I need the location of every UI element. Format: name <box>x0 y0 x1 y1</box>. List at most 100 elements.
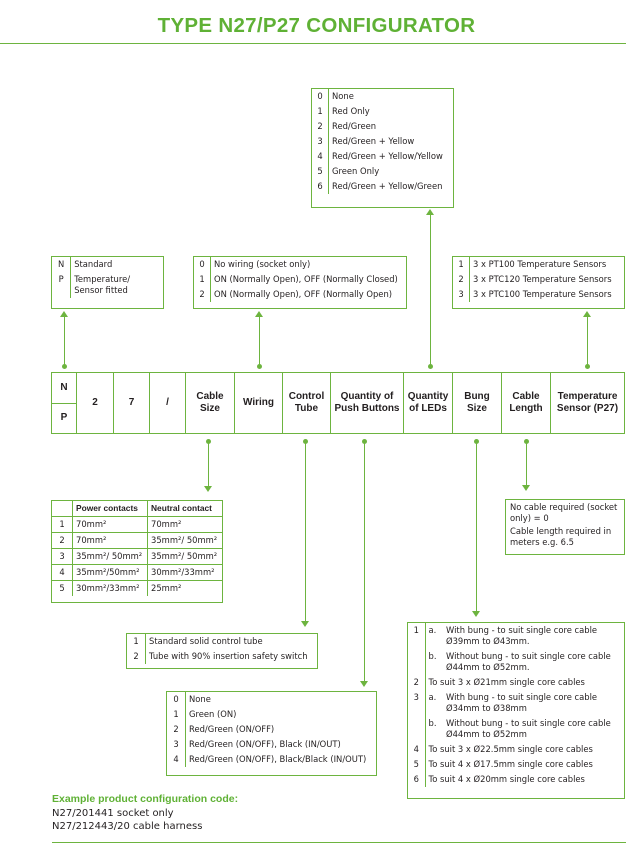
option-code: 2 <box>173 724 179 734</box>
power-value: 70mm² <box>72 516 148 533</box>
option-letter: a. <box>424 623 442 649</box>
option-text: Red/Green (ON/OFF), Black (IN/OUT) <box>185 737 376 752</box>
np-cell: N P <box>52 373 76 433</box>
connector-dot <box>428 364 433 369</box>
page-title: TYPE N27/P27 CONFIGURATOR <box>157 14 476 37</box>
option-letter: a. <box>424 690 442 716</box>
option-text: Without bung - to suit single core cable… <box>446 651 611 672</box>
option-code: 6 <box>317 181 323 191</box>
option-text: With bung - to suit single core cable Ø3… <box>446 625 598 646</box>
n-label: N <box>60 381 68 393</box>
option-text: Without bung - to suit single core cable… <box>446 718 611 739</box>
option-code: 4 <box>173 754 179 764</box>
option-code: 2 <box>52 532 73 549</box>
option-code: 1 <box>413 625 419 635</box>
wiring-cell: Wiring <box>234 373 282 433</box>
title-divider <box>0 43 626 44</box>
option-code: 4 <box>317 151 323 161</box>
connector-line <box>430 214 431 366</box>
option-text: None <box>185 692 376 707</box>
option-code: 0 <box>199 259 205 269</box>
arrow-up-icon <box>255 311 263 317</box>
connector-line <box>64 316 65 366</box>
option-code: 0 <box>317 91 323 101</box>
example-line-1: N27/201441 socket only <box>52 808 174 819</box>
connector-line <box>305 441 306 621</box>
power-value: 70mm² <box>72 532 148 549</box>
connector-dot <box>257 364 262 369</box>
arrow-down-icon <box>301 621 309 627</box>
option-code: 3 <box>173 739 179 749</box>
option-text: No wiring (socket only) <box>210 257 406 272</box>
neutral-value: 35mm²/ 50mm² <box>147 548 222 565</box>
option-code: 3 <box>52 548 73 565</box>
option-code: P <box>58 274 64 284</box>
digit-7-cell: 7 <box>113 373 149 433</box>
no-cable-note: No cable required (socket only) = 0 <box>510 502 618 523</box>
connector-line <box>208 441 209 486</box>
p-label: P <box>52 402 76 434</box>
slash-cell: / <box>149 373 185 433</box>
arrow-up-icon <box>583 311 591 317</box>
option-text: Red/Green (ON/OFF), Black/Black (IN/OUT) <box>185 752 376 767</box>
arrow-up-icon <box>60 311 68 317</box>
arrow-down-icon <box>472 611 480 617</box>
connector-line <box>526 441 527 485</box>
option-code: 1 <box>458 259 464 269</box>
option-code: 2 <box>458 274 464 284</box>
connector-line <box>259 316 260 366</box>
cable-size-cell: Cable Size <box>185 373 234 433</box>
option-text: Red/Green (ON/OFF) <box>185 722 376 737</box>
option-text: Green Only <box>328 164 453 179</box>
bottom-divider <box>52 842 626 843</box>
bung-size-options-box: 1 a. With bung - to suit single core cab… <box>407 622 625 799</box>
connector-line <box>587 316 588 366</box>
arrow-down-icon <box>522 485 530 491</box>
option-code: 5 <box>413 759 419 769</box>
option-text: 3 x PTC120 Temperature Sensors <box>469 272 624 287</box>
digit-2-cell: 2 <box>76 373 113 433</box>
option-code: N <box>57 259 65 269</box>
option-code: 1 <box>52 516 73 533</box>
option-text: To suit 3 x Ø21mm single core cables <box>424 675 624 690</box>
connector-line <box>364 441 365 681</box>
option-code: 2 <box>133 651 139 661</box>
control-tube-options-box: 1 Standard solid control tube 2 Tube with … <box>126 633 318 669</box>
example-line-2: N27/212443/20 cable harness <box>52 821 203 832</box>
option-code: 3 <box>458 289 464 299</box>
option-text: 3 x PT100 Temperature Sensors <box>469 257 624 272</box>
cable-length-options-box: No cable required (socket only) = 0 Cabl… <box>505 499 625 555</box>
option-text: Green (ON) <box>185 707 376 722</box>
option-text: Standard solid control tube <box>145 634 317 649</box>
option-code: 6 <box>413 774 419 784</box>
option-code: 3 <box>413 692 419 702</box>
option-code: 1 <box>133 636 139 646</box>
option-text: Red/Green + Yellow/Green <box>328 179 453 194</box>
option-text: Temperature/ Sensor fitted <box>70 272 163 298</box>
option-code: 0 <box>173 694 179 704</box>
option-code: 3 <box>317 136 323 146</box>
option-code: 5 <box>52 580 73 596</box>
push-buttons-cell: Quantity of Push Buttons <box>330 373 403 433</box>
option-text: With bung - to suit single core cable Ø3… <box>446 692 598 713</box>
option-text: Red/Green + Yellow/Yellow <box>328 149 453 164</box>
option-text: Tube with 90% insertion safety switch <box>145 649 317 664</box>
option-text: Standard <box>70 257 163 272</box>
option-text: 3 x PTC100 Temperature Sensors <box>469 287 624 302</box>
option-text: ON (Normally Open), OFF (Normally Open) <box>210 287 406 302</box>
option-text: Red/Green <box>328 119 453 134</box>
power-value: 35mm²/50mm² <box>72 564 148 581</box>
option-code: 2 <box>413 677 419 687</box>
option-text: To suit 4 x Ø20mm single core cables <box>424 772 624 787</box>
connector-dot <box>62 364 67 369</box>
bung-size-cell: Bung Size <box>452 373 501 433</box>
cable-length-note: Cable length required in meters e.g. 6.5 <box>510 526 612 547</box>
option-text: Red Only <box>328 104 453 119</box>
option-text: ON (Normally Open), OFF (Normally Closed… <box>210 272 406 287</box>
option-code: 1 <box>173 709 179 719</box>
neutral-value: 25mm² <box>147 580 222 596</box>
power-value: 30mm²/33mm² <box>72 580 148 596</box>
option-text: To suit 4 x Ø17.5mm single core cables <box>424 757 624 772</box>
